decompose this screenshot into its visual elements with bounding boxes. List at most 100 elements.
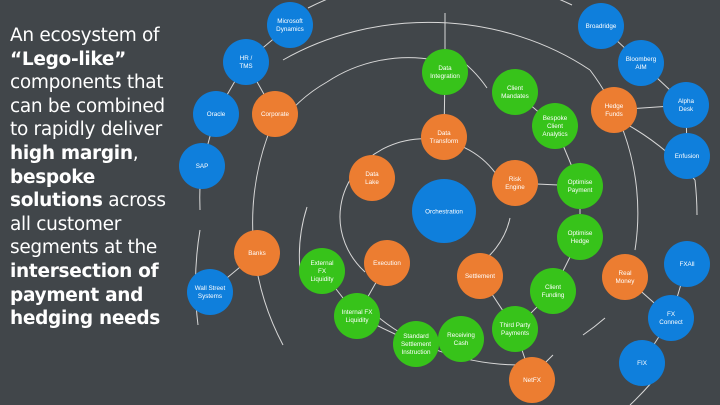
- node-circle: [578, 3, 624, 49]
- node-label: Analytics: [542, 131, 567, 138]
- node-hr-tms: HR /TMS: [223, 39, 269, 85]
- orbit-ring-outermost-d: [694, 179, 698, 216]
- headline-segment: ,: [132, 142, 139, 164]
- node-label: HR /: [240, 55, 253, 62]
- headline-segment: across all customer segments at the: [10, 190, 166, 259]
- node-circle: [364, 240, 410, 286]
- node-circle: [267, 2, 313, 48]
- node-label: Transform: [430, 138, 458, 145]
- node-label: Bespoke: [543, 115, 568, 122]
- node-label: Client: [547, 123, 563, 130]
- node-label: SAP: [196, 163, 209, 170]
- headline-text: An ecosystem of “Lego-like” components t…: [10, 24, 185, 331]
- node-circle: [187, 269, 233, 315]
- headline-segment: intersection of payment and hedging need…: [10, 260, 161, 330]
- headline-segment: high margin: [10, 142, 133, 164]
- node-label: Funds: [605, 111, 623, 118]
- node-circle: [223, 39, 269, 85]
- node-circle: [193, 91, 239, 137]
- node-label: Receiving: [447, 332, 475, 339]
- node-fix: FIX: [619, 340, 665, 386]
- orbit-ring-inner: [339, 138, 509, 273]
- node-circle: [648, 295, 694, 341]
- node-label: Liquidity: [310, 276, 334, 283]
- node-circle: [422, 49, 468, 95]
- node-label: FX: [667, 311, 676, 318]
- node-corporate: Corporate: [252, 91, 298, 137]
- node-label: Standard: [403, 333, 429, 340]
- node-label: TMS: [239, 63, 252, 70]
- orbit-ring-outermost: [307, 0, 573, 9]
- node-label: Connect: [659, 319, 683, 326]
- node-broadridge: Broadridge: [578, 3, 624, 49]
- node-label: Instruction: [401, 349, 431, 356]
- node-label: Desk: [679, 106, 694, 113]
- node-circle: [530, 268, 576, 314]
- node-circle: [349, 155, 395, 201]
- node-circle: [557, 163, 603, 209]
- node-circle: [299, 248, 345, 294]
- node-circle: [234, 230, 280, 276]
- node-circle: [438, 316, 484, 362]
- node-label: Systems: [198, 293, 222, 300]
- node-circle: [492, 160, 538, 206]
- orbit-ring-middle: [326, 57, 436, 83]
- node-circle: [509, 357, 555, 403]
- node-label: Corporate: [261, 111, 289, 118]
- node-circle: [412, 179, 476, 243]
- node-label: Real: [619, 270, 632, 277]
- node-label: Wall Street: [195, 285, 226, 292]
- node-label: Settlement: [401, 341, 431, 348]
- orbit-ring-outer-e: [582, 317, 606, 336]
- node-label: Settlement: [465, 273, 495, 280]
- orbit-ring-outer: [282, 21, 591, 71]
- node-circle: [334, 293, 380, 339]
- component-nodes: OrchestrationDataLakeDataTransformRiskEn…: [179, 2, 710, 403]
- node-banks: Banks: [234, 230, 280, 276]
- node-label: FIX: [637, 360, 648, 367]
- node-circle: [591, 87, 637, 133]
- node-label: Payments: [501, 330, 529, 337]
- headline-segment: An ecosystem of: [10, 25, 160, 46]
- node-label: Alpha: [678, 98, 695, 105]
- node-label: Risk: [509, 176, 522, 183]
- node-label: Hedge: [605, 103, 624, 110]
- node-label: Optimise: [568, 230, 593, 237]
- node-label: NetFX: [523, 377, 542, 384]
- node-label: External: [310, 260, 333, 267]
- node-circle: [421, 114, 467, 160]
- node-label: Data: [438, 65, 452, 72]
- node-label: FX: [318, 268, 327, 275]
- node-label: Client: [507, 85, 523, 92]
- node-label: Liquidity: [345, 317, 369, 324]
- node-circle: [619, 340, 665, 386]
- node-label: Money: [616, 278, 636, 285]
- node-label: Data: [365, 171, 379, 178]
- node-circle: [618, 40, 664, 86]
- node-circle: [492, 69, 538, 115]
- node-enfusion: Enfusion: [664, 133, 710, 179]
- node-label: Engine: [505, 184, 525, 191]
- node-label: Microsoft: [277, 18, 303, 25]
- node-circle: [457, 253, 503, 299]
- node-label: Mandates: [501, 93, 529, 100]
